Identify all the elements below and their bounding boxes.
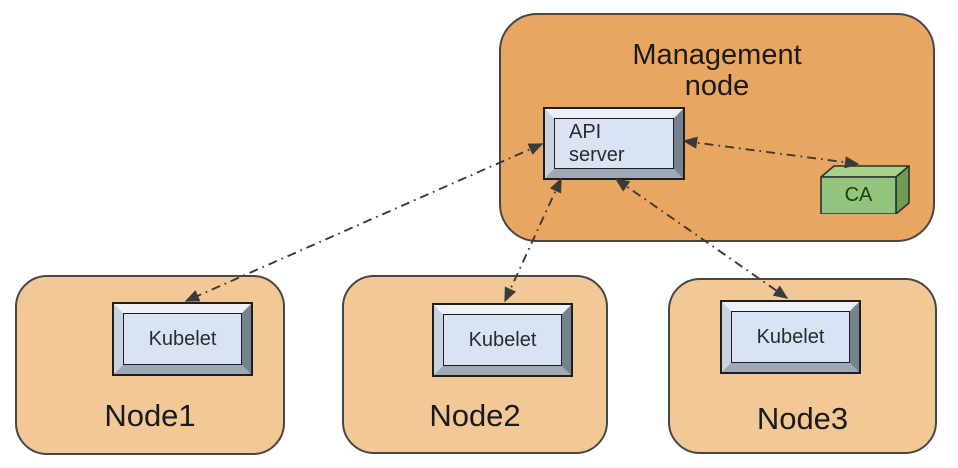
worker-node-2-label: Node2 <box>429 398 521 433</box>
worker-node-1: Kubelet Node1 <box>15 275 285 455</box>
worker-node-3: Kubelet Node3 <box>668 278 937 454</box>
management-node-label: Management node <box>632 39 802 102</box>
kubelet-box-node3: Kubelet <box>720 300 861 374</box>
api-server-label: API server <box>569 120 625 166</box>
ca-3d-shape <box>820 165 910 214</box>
ca-label: CA <box>844 184 873 206</box>
worker-node-2: Kubelet Node2 <box>342 275 608 454</box>
kubelet-box-node1: Kubelet <box>112 302 253 376</box>
management-node: Management node API server CA <box>499 13 935 242</box>
kubelet-label-node3: Kubelet <box>756 325 825 348</box>
worker-node-1-label: Node1 <box>104 398 196 433</box>
kubelet-label-node2: Kubelet <box>468 328 537 351</box>
worker-node-3-label: Node3 <box>756 401 849 436</box>
api-server-box: API server <box>543 107 685 180</box>
ca-box: CA <box>820 165 910 214</box>
kubelet-box-node2: Kubelet <box>432 303 573 377</box>
kubelet-label-node1: Kubelet <box>148 327 217 350</box>
